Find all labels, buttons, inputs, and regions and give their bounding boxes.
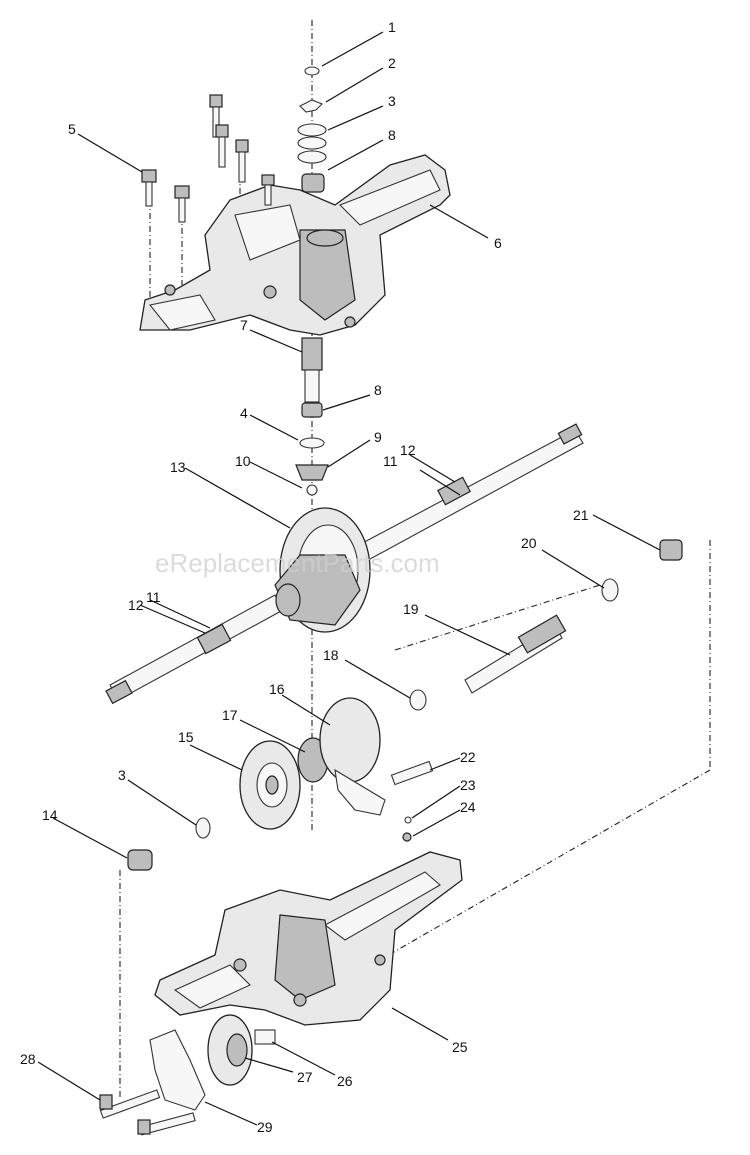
washer-3-lower bbox=[195, 817, 211, 839]
axle-right-end bbox=[557, 423, 583, 445]
brake-arm bbox=[149, 1029, 206, 1111]
ring-gear-differential bbox=[274, 507, 371, 633]
callout-6: 6 bbox=[494, 235, 502, 251]
small-ring bbox=[306, 484, 318, 496]
callout-29: 29 bbox=[257, 1119, 273, 1135]
callout-25: 25 bbox=[452, 1039, 468, 1055]
callout-3: 3 bbox=[388, 93, 396, 109]
bearing-lower bbox=[301, 402, 323, 418]
screw-4 bbox=[215, 124, 229, 168]
bolt-28-head bbox=[99, 1094, 113, 1110]
callout-24: 24 bbox=[460, 799, 476, 815]
shift-arm bbox=[334, 768, 386, 816]
callout-17: 17 bbox=[222, 707, 238, 723]
callout-10: 10 bbox=[235, 453, 251, 469]
callout-3b: 3 bbox=[118, 767, 126, 783]
screw-5 bbox=[235, 139, 249, 183]
watermark-text: eReplacementParts.com bbox=[155, 548, 440, 578]
screw-1 bbox=[141, 169, 157, 207]
screw-set bbox=[141, 94, 275, 223]
callout-14: 14 bbox=[42, 807, 58, 823]
flange-bushing bbox=[659, 539, 683, 561]
bolt-29-head bbox=[137, 1119, 151, 1135]
callout-12b: 12 bbox=[128, 597, 144, 613]
callout-13: 13 bbox=[170, 459, 186, 475]
e-clip bbox=[299, 99, 323, 113]
bushing-14 bbox=[127, 849, 153, 871]
callout-4: 4 bbox=[240, 405, 248, 421]
callout-19: 19 bbox=[403, 601, 419, 617]
pulley-disc bbox=[319, 697, 381, 783]
axis-line-axle bbox=[394, 584, 601, 651]
washer-top-1 bbox=[297, 123, 327, 137]
callout-7: 7 bbox=[240, 317, 248, 333]
detent-ball bbox=[404, 816, 412, 824]
callout-2: 2 bbox=[388, 55, 396, 71]
callout-11b: 11 bbox=[146, 589, 161, 605]
upper-housing bbox=[139, 154, 451, 336]
bolt-28 bbox=[99, 1089, 161, 1119]
axle-left-end bbox=[105, 679, 133, 705]
callout-21: 21 bbox=[573, 507, 589, 523]
pulley-group bbox=[127, 697, 434, 871]
washer-lower bbox=[299, 437, 325, 449]
callout-16: 16 bbox=[269, 681, 285, 697]
callout-8b: 8 bbox=[374, 382, 382, 398]
bevel-gear bbox=[295, 464, 329, 481]
input-shaft-spline bbox=[517, 614, 567, 654]
callout-12: 12 bbox=[400, 442, 416, 458]
key bbox=[254, 1029, 276, 1045]
shaft-stack bbox=[295, 337, 329, 496]
top-stack bbox=[297, 66, 327, 193]
input-shaft-group bbox=[409, 539, 683, 711]
bottom-parts bbox=[99, 1014, 276, 1136]
washer-18 bbox=[409, 689, 427, 711]
washer-top-2 bbox=[297, 136, 327, 150]
washer-top-3 bbox=[297, 150, 327, 164]
callout-22: 22 bbox=[460, 749, 476, 765]
worm-shaft bbox=[304, 369, 320, 403]
bearing-top bbox=[301, 173, 325, 193]
callout-labels: 1 2 3 8 5 6 7 8 4 9 10 12 11 13 21 20 11… bbox=[20, 19, 589, 1135]
axle-bushing-left bbox=[196, 623, 232, 655]
thrust-washer bbox=[601, 578, 619, 602]
retaining-ring bbox=[304, 66, 320, 76]
callout-20: 20 bbox=[521, 535, 537, 551]
callout-5: 5 bbox=[68, 121, 76, 137]
callout-28: 28 bbox=[20, 1051, 36, 1067]
callout-11: 11 bbox=[383, 453, 398, 469]
worm-shaft-spline bbox=[301, 337, 323, 371]
shift-pin bbox=[390, 760, 434, 786]
callout-9: 9 bbox=[374, 429, 382, 445]
screw-2 bbox=[174, 185, 190, 223]
leader-lines bbox=[37, 31, 661, 1126]
callout-27: 27 bbox=[297, 1069, 313, 1085]
screw-6 bbox=[261, 174, 275, 206]
callout-1: 1 bbox=[388, 19, 396, 35]
callout-15: 15 bbox=[178, 729, 194, 745]
callout-8: 8 bbox=[388, 127, 396, 143]
callout-26: 26 bbox=[337, 1073, 353, 1089]
callout-18: 18 bbox=[323, 647, 339, 663]
detent-spring bbox=[402, 832, 412, 842]
callout-23: 23 bbox=[460, 777, 476, 793]
axis-line-right-diag bbox=[379, 769, 711, 961]
lower-housing bbox=[154, 851, 463, 1026]
